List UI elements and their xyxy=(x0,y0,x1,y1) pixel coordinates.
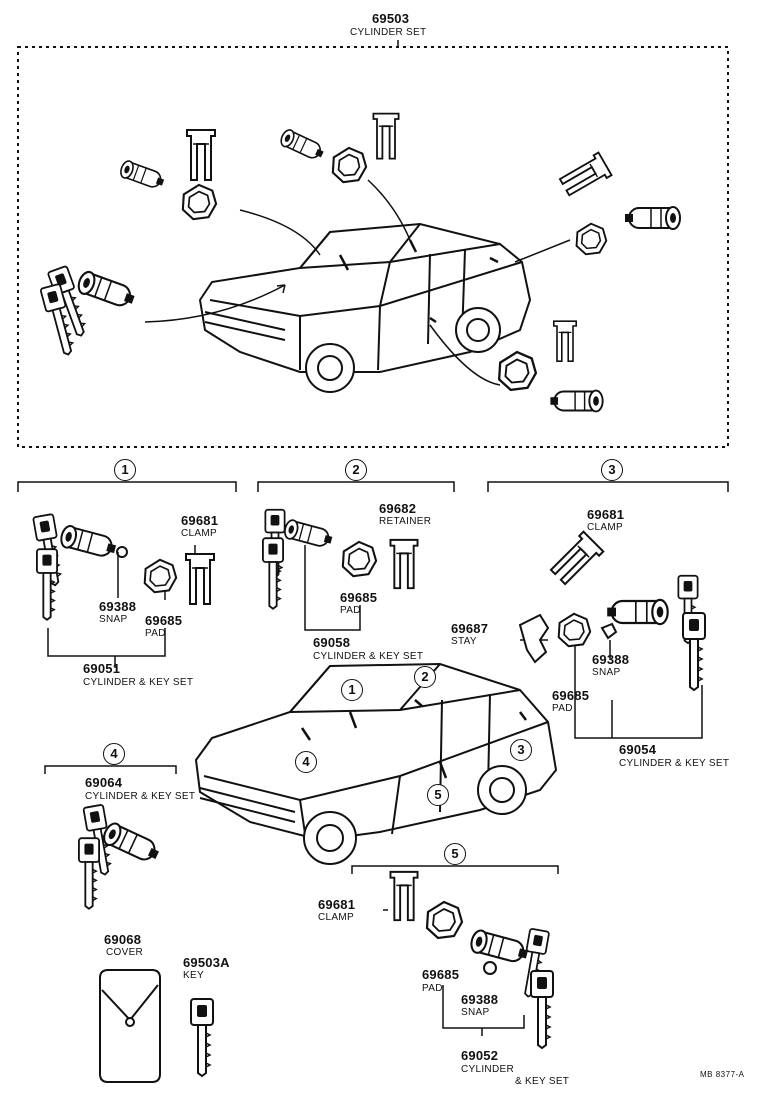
section-2-marker: 2 xyxy=(345,459,367,481)
s5-set-name-2: & KEY SET xyxy=(515,1076,570,1087)
s3-set-part: 69054 xyxy=(619,742,657,757)
section4-parts xyxy=(78,803,164,910)
s5-snap-part: 69388 xyxy=(461,992,499,1007)
s5-clamp-part: 69681 xyxy=(318,897,356,912)
section-5-marker: 5 xyxy=(444,843,466,865)
s4-set-part: 69064 xyxy=(85,775,123,790)
s3-stay-name: STAY xyxy=(451,636,477,647)
s2-pad-name: PAD xyxy=(340,605,361,616)
s1-pad-part: 69685 xyxy=(145,613,183,628)
key-part: 69503A xyxy=(183,955,230,970)
top-arrows xyxy=(144,179,571,386)
s2-retainer-name: RETAINER xyxy=(379,516,432,527)
section5-parts xyxy=(389,870,554,1050)
top-part-number: 69503 xyxy=(372,11,410,26)
car-marker-5: 5 xyxy=(427,784,449,806)
s3-snap-part: 69388 xyxy=(592,652,630,667)
car-marker-2: 2 xyxy=(414,666,436,688)
car-marker-1: 1 xyxy=(341,679,363,701)
s5-snap-name: SNAP xyxy=(461,1007,490,1018)
s3-clamp-name: CLAMP xyxy=(587,522,623,533)
s3-pad-part: 69685 xyxy=(552,688,590,703)
s1-clamp-name: CLAMP xyxy=(181,528,217,539)
s1-snap-part: 69388 xyxy=(99,599,137,614)
s3-stay-part: 69687 xyxy=(451,621,489,636)
section3-parts xyxy=(518,530,706,692)
s3-pad-name: PAD xyxy=(552,703,573,714)
section-4-marker: 4 xyxy=(103,743,125,765)
key-name: KEY xyxy=(183,970,204,981)
s5-clamp-name: CLAMP xyxy=(318,912,354,923)
cover-part: 69068 xyxy=(104,932,142,947)
center-car-illustration xyxy=(194,662,558,865)
diagram-code: MB 8377-A xyxy=(700,1070,745,1079)
s1-pad-name: PAD xyxy=(145,628,166,639)
s2-set-name: CYLINDER & KEY SET xyxy=(313,651,424,662)
s1-set-name: CYLINDER & KEY SET xyxy=(83,677,194,688)
s4-set-name: CYLINDER & KEY SET xyxy=(85,791,196,802)
top-part-name: CYLINDER SET xyxy=(350,27,427,38)
s5-set-part: 69052 xyxy=(461,1048,499,1063)
top-car-illustration xyxy=(198,222,532,393)
s1-set-part: 69051 xyxy=(83,661,121,676)
s2-retainer-part: 69682 xyxy=(379,501,417,516)
cover-illustration xyxy=(99,969,161,1083)
section-brackets xyxy=(17,481,729,1036)
car-marker-3: 3 xyxy=(510,739,532,761)
section1-parts xyxy=(32,512,216,621)
key-illustration xyxy=(190,997,214,1078)
s3-set-name: CYLINDER & KEY SET xyxy=(619,758,730,769)
car-marker-4: 4 xyxy=(295,751,317,773)
s1-clamp-part: 69681 xyxy=(181,513,219,528)
s5-set-name-1: CYLINDER xyxy=(461,1064,514,1075)
s3-snap-name: SNAP xyxy=(592,667,621,678)
s5-pad-name: PAD xyxy=(422,983,443,994)
s2-set-part: 69058 xyxy=(313,635,351,650)
s5-pad-part: 69685 xyxy=(422,967,460,982)
s2-pad-part: 69685 xyxy=(340,590,378,605)
section-3-marker: 3 xyxy=(601,459,623,481)
section-1-marker: 1 xyxy=(114,459,136,481)
s3-clamp-part: 69681 xyxy=(587,507,625,522)
cylinder-set-box xyxy=(17,46,729,448)
s1-snap-name: SNAP xyxy=(99,614,128,625)
cover-name: COVER xyxy=(106,947,144,958)
